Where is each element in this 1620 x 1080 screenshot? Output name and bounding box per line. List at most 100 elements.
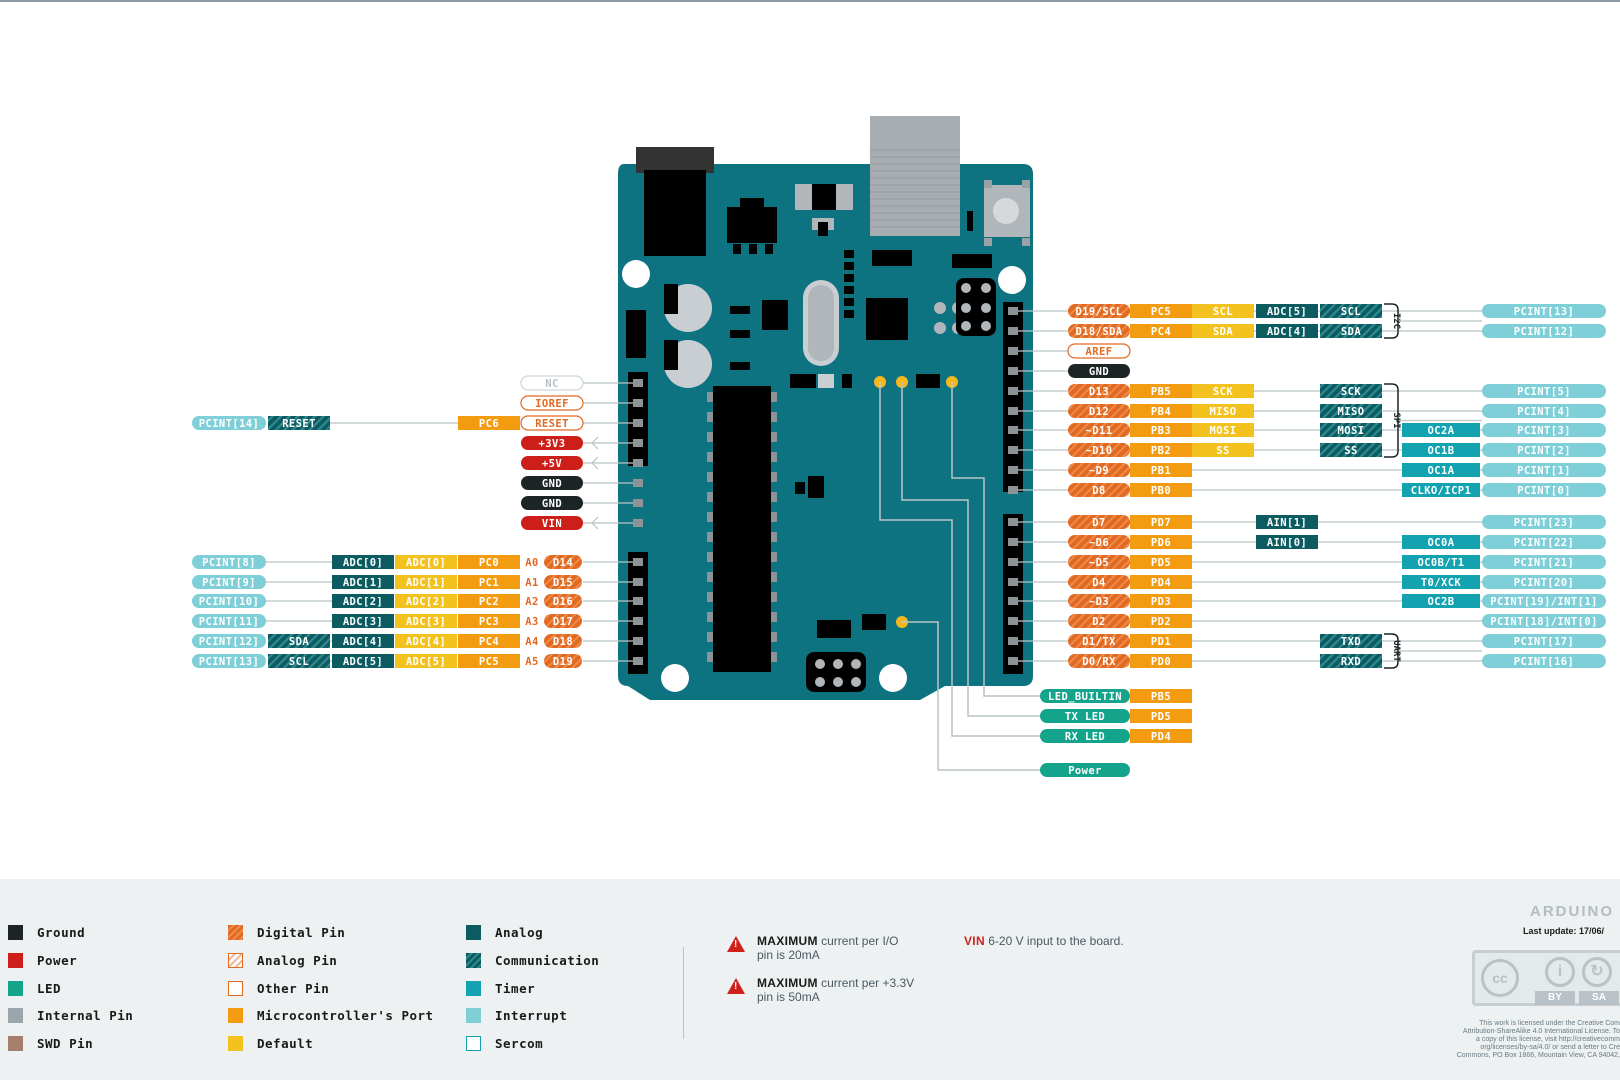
right-port-15: PD2 <box>1130 614 1192 628</box>
right-default-0-text: SCL <box>1213 306 1233 318</box>
license-line: Attribution-ShareAlike 4.0 International… <box>1462 1028 1620 1035</box>
right-timer-14-text: OC2B <box>1428 596 1455 608</box>
right-analog-10-box <box>1256 515 1318 529</box>
led-label-1: TX LED <box>1040 709 1130 723</box>
right-port-11: PD6 <box>1130 535 1192 549</box>
analog-pcint-3-text: PCINT[11] <box>199 616 260 628</box>
analog-apin-2-text: A2 <box>525 596 538 608</box>
right-port-0-box <box>1130 304 1192 318</box>
right-port-13: PD4 <box>1130 575 1192 589</box>
analog-adc-default-3-box <box>395 614 457 628</box>
legend-swatch <box>8 981 23 996</box>
swd-pin <box>815 659 825 669</box>
analog-port-1-box <box>458 575 520 589</box>
analog-adc-0: ADC[0] <box>332 555 394 569</box>
reset-pcint-box <box>192 416 266 430</box>
diode-body <box>812 184 836 210</box>
legend-swatch <box>8 1036 23 1051</box>
analog-pcint-3-box <box>192 614 266 628</box>
left-pin-1: IOREF <box>520 395 584 411</box>
legend-item-led: LED <box>8 981 61 996</box>
led-port-0: PB5 <box>1130 689 1192 703</box>
led-label-1-text: TX LED <box>1065 711 1105 723</box>
right-port-1-box <box>1130 324 1192 338</box>
right-comm-17-text: RXD <box>1341 656 1361 668</box>
header-pin <box>633 499 643 507</box>
right-analog-1-text: ADC[4] <box>1267 326 1307 338</box>
analog-port-3-box <box>458 614 520 628</box>
legend-item-other: Other Pin <box>228 981 329 996</box>
left-pin-2: RESET <box>520 415 584 431</box>
right-port-7-box <box>1130 443 1192 457</box>
right-default-7-text: SS <box>1216 445 1229 457</box>
right-port-0: PC5 <box>1130 304 1192 318</box>
left-pin-5-box <box>521 476 583 490</box>
chip-leg <box>771 612 777 622</box>
right-pcint-1: PCINT[12] <box>1482 324 1606 338</box>
resistor-array <box>872 250 912 266</box>
right-pcint-14-box <box>1482 594 1606 608</box>
led-label-2-text: RX LED <box>1065 731 1105 743</box>
smd-body <box>818 222 828 236</box>
analog-pcint-5-box <box>192 654 266 668</box>
analog-dpin-1-text: D15 <box>553 577 573 589</box>
header-pin <box>633 399 643 407</box>
left-pin-6: GND <box>521 496 583 510</box>
reset-button <box>993 198 1019 224</box>
right-port-7-text: PB2 <box>1151 445 1171 457</box>
right-pcint-10: PCINT[23] <box>1482 515 1606 529</box>
right-pin-11-box <box>1068 535 1130 549</box>
right-timer-8-text: OC1A <box>1428 465 1455 477</box>
icsp-pin <box>961 283 971 293</box>
header-pin <box>1008 538 1018 546</box>
smd-ic <box>817 620 851 638</box>
right-pin-9-text: D8 <box>1092 485 1105 497</box>
right-port-10: PD7 <box>1130 515 1192 529</box>
analog-apin-1-box <box>520 575 544 589</box>
analog-apin-0: A0 <box>520 555 544 569</box>
analog-comm-4: SDA <box>268 634 330 648</box>
legend-item-internal: Internal Pin <box>8 1008 133 1023</box>
right-pcint-10-box <box>1482 515 1606 529</box>
legend-label: Other Pin <box>257 981 330 996</box>
license-line: org/licenses/by-sa/4.0/ or send a letter… <box>1480 1044 1620 1051</box>
analog-apin-1: A1 <box>520 575 544 589</box>
analog-dpin-3: D17 <box>544 614 582 628</box>
reset-port-text: PC6 <box>479 418 499 430</box>
right-pin-9: D8 <box>1068 483 1130 497</box>
swd-pin <box>815 677 825 687</box>
right-comm-16-box <box>1320 634 1382 648</box>
right-default-4: SCK <box>1192 384 1254 398</box>
right-default-5: MISO <box>1192 404 1254 418</box>
right-pin-12-box <box>1068 555 1130 569</box>
chip-leg <box>771 532 777 542</box>
right-pcint-1-text: PCINT[12] <box>1514 326 1575 338</box>
right-timer-12: OC0B/T1 <box>1402 555 1480 569</box>
cc-license-badge: cc i ↻ BY SA <box>1472 950 1620 1006</box>
analog-apin-2-box <box>520 594 544 608</box>
right-analog-10-text: AIN[1] <box>1267 517 1307 529</box>
chip-leg <box>771 492 777 502</box>
icsp-pin <box>981 321 991 331</box>
bus-label: SPI <box>1391 412 1401 428</box>
led-label-3-box <box>1040 763 1130 777</box>
right-pin-7-text: ~D10 <box>1086 445 1113 457</box>
polyfuse <box>626 310 646 358</box>
swd-pin <box>851 677 861 687</box>
regulator-pin <box>733 244 741 254</box>
analog-adc-1: ADC[1] <box>332 575 394 589</box>
right-pcint-13: PCINT[20] <box>1482 575 1606 589</box>
analog-adc-default-1-box <box>395 575 457 589</box>
analog-port-2: PC2 <box>458 594 520 608</box>
analog-adc-default-1-text: ADC[1] <box>406 577 446 589</box>
right-pcint-17-text: PCINT[16] <box>1514 656 1575 668</box>
led-port-1-text: PD5 <box>1151 711 1171 723</box>
analog-apin-4-box <box>520 634 544 648</box>
right-timer-14-box <box>1402 594 1480 608</box>
left-pin-7-text: VIN <box>542 518 562 530</box>
analog-apin-0-text: A0 <box>525 557 538 569</box>
right-pcint-12-box <box>1482 555 1606 569</box>
legend-swatch <box>466 953 481 968</box>
right-comm-0: SCL <box>1320 304 1382 318</box>
analog-adc-1-text: ADC[1] <box>343 577 383 589</box>
